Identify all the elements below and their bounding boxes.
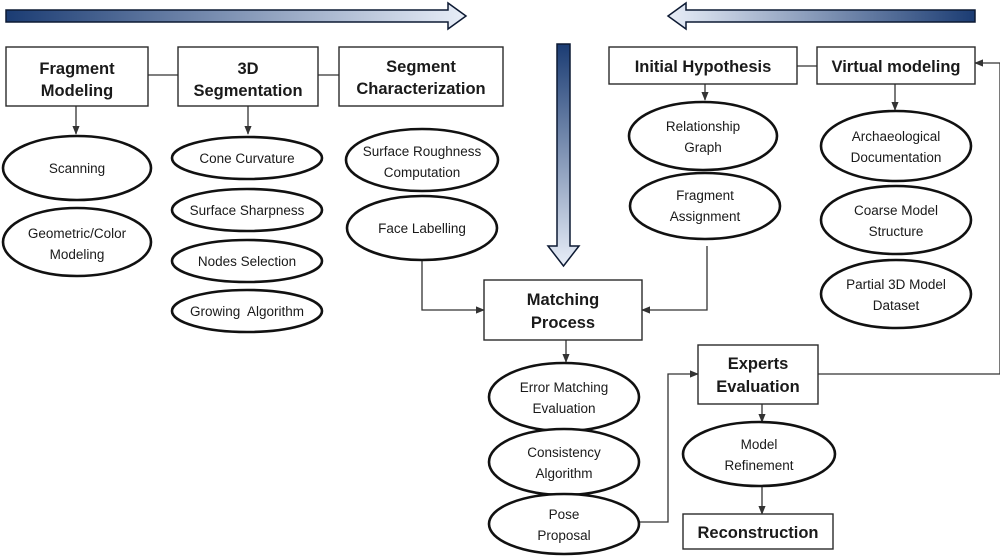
geometric-color-modeling-line-2: Modeling	[50, 247, 105, 262]
pose-proposal-ellipse: Pose Proposal	[487, 492, 641, 556]
segment-characterization-line-1: Segment	[386, 58, 456, 76]
cone-curvature-label: Cone Curvature	[199, 151, 294, 166]
error-matching-evaluation-line-2: Evaluation	[532, 401, 595, 416]
flow-arrow-down	[546, 43, 581, 268]
initial-hypothesis-label: Initial Hypothesis	[635, 58, 772, 76]
reconstruction-label: Reconstruction	[697, 524, 818, 542]
flow-arrow-left	[666, 1, 976, 31]
nodes-selection-label: Nodes Selection	[198, 254, 296, 269]
archaeological-documentation-line-1: Archaeological	[852, 129, 941, 144]
relationship-graph-line-2: Graph	[684, 140, 722, 155]
geometric-color-modeling-ellipse: Geometric/Color Modeling	[1, 206, 153, 278]
coarse-model-structure-ellipse: Coarse Model Structure	[819, 184, 973, 256]
scanning-ellipse: Scanning	[1, 134, 153, 202]
fragment-assignment-line-2: Assignment	[670, 209, 741, 224]
partial-3d-model-dataset-ellipse: Partial 3D Model Dataset	[819, 258, 973, 330]
connectors	[72, 59, 1000, 523]
fragment-modeling-line-1: Fragment	[39, 60, 115, 78]
partial-3d-model-dataset-line-2: Dataset	[873, 298, 920, 313]
consistency-algorithm-line-1: Consistency	[527, 445, 601, 460]
model-refinement-line-1: Model	[741, 437, 778, 452]
archaeological-documentation-ellipse: Archaeological Documentation	[819, 109, 973, 183]
archaeological-documentation-line-2: Documentation	[851, 150, 942, 165]
surface-roughness-line-1: Surface Roughness	[363, 144, 482, 159]
matching-process-line-1: Matching	[527, 291, 599, 309]
coarse-model-structure-line-1: Coarse Model	[854, 203, 938, 218]
consistency-algorithm-line-2: Algorithm	[535, 466, 592, 481]
scanning-label: Scanning	[49, 161, 105, 176]
relationship-graph-line-1: Relationship	[666, 119, 740, 134]
experts-evaluation-box: Experts Evaluation	[697, 344, 819, 405]
surface-roughness-line-2: Computation	[384, 165, 461, 180]
fragment-modeling-box: Fragment Modeling	[5, 46, 149, 107]
flow-arrow-right	[5, 1, 468, 31]
experts-evaluation-line-2: Evaluation	[716, 378, 799, 396]
face-labelling-label: Face Labelling	[378, 221, 466, 236]
error-matching-evaluation-line-1: Error Matching	[520, 380, 609, 395]
face-labelling-ellipse: Face Labelling	[345, 194, 499, 262]
geometric-color-modeling-line-1: Geometric/Color	[28, 226, 127, 241]
growing-algorithm-label: Growing Algorithm	[190, 304, 304, 319]
surface-roughness-ellipse: Surface Roughness Computation	[344, 127, 500, 193]
virtual-modeling-label: Virtual modeling	[832, 58, 961, 76]
model-refinement-line-2: Refinement	[724, 458, 793, 473]
matching-process-line-2: Process	[531, 314, 595, 332]
matching-process-box: Matching Process	[483, 279, 643, 341]
segmentation-3d-box: 3D Segmentation	[177, 46, 319, 107]
surface-sharpness-ellipse: Surface Sharpness	[170, 187, 324, 233]
segment-characterization-box: Segment Characterization	[338, 46, 504, 107]
fragment-assignment-line-1: Fragment	[676, 188, 734, 203]
pose-proposal-line-2: Proposal	[537, 528, 590, 543]
experts-evaluation-line-1: Experts	[728, 355, 789, 373]
fragment-assignment-ellipse: Fragment Assignment	[628, 171, 782, 241]
segmentation-3d-line-2: Segmentation	[193, 82, 302, 100]
cone-curvature-ellipse: Cone Curvature	[170, 135, 324, 181]
consistency-algorithm-ellipse: Consistency Algorithm	[487, 427, 641, 497]
error-matching-evaluation-ellipse: Error Matching Evaluation	[487, 361, 641, 433]
partial-3d-model-dataset-line-1: Partial 3D Model	[846, 277, 946, 292]
coarse-model-structure-line-2: Structure	[869, 224, 924, 239]
model-refinement-ellipse: Model Refinement	[681, 420, 837, 488]
growing-algorithm-ellipse: Growing Algorithm	[170, 288, 324, 334]
virtual-modeling-box: Virtual modeling	[816, 46, 976, 85]
fragment-modeling-line-2: Modeling	[41, 82, 113, 100]
pose-proposal-line-1: Pose	[549, 507, 580, 522]
reconstruction-box: Reconstruction	[682, 513, 834, 550]
surface-sharpness-label: Surface Sharpness	[190, 203, 305, 218]
nodes-selection-ellipse: Nodes Selection	[170, 238, 324, 284]
relationship-graph-ellipse: Relationship Graph	[627, 100, 779, 172]
segment-characterization-line-2: Characterization	[356, 80, 485, 98]
segmentation-3d-line-1: 3D	[237, 60, 258, 78]
initial-hypothesis-box: Initial Hypothesis	[608, 46, 798, 85]
